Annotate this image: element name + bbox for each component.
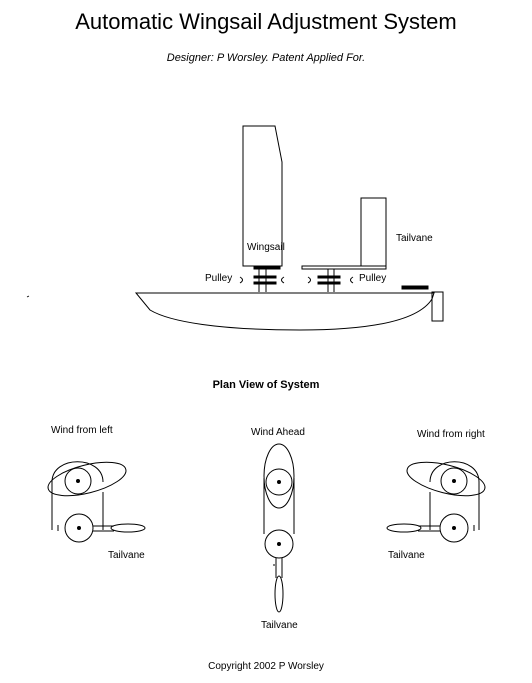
pulley-left-label: Pulley [205,273,233,284]
plan-view-heading: Plan View of System [212,379,320,391]
wind-left-label: Wind from left [51,425,113,436]
designer-subtitle: Designer: P Worsley. Patent Applied For. [166,52,366,64]
pulley-right-label: Pulley [359,273,387,284]
wingsail-shape [242,125,283,267]
tailvane-label: Tailvane [396,233,433,244]
pulley-right [301,265,387,292]
hull [134,292,435,331]
pulley-left [239,265,285,292]
copyright-text: Copyright 2002 P Worsley [208,661,324,672]
wind-left-tailvane-label: Tailvane [108,550,145,561]
wind-right-label: Wind from right [417,429,485,440]
page-title: Automatic Wingsail Adjustment System [75,9,457,34]
tailvane-shape [360,197,387,267]
wind-ahead-label: Wind Ahead [251,427,305,438]
plan-wind-ahead [263,443,295,613]
plan-wind-right [386,461,486,543]
wind-ahead-tailvane-label: Tailvane [261,620,298,631]
wind-right-tailvane-label: Tailvane [388,550,425,561]
plan-wind-left [47,461,146,543]
rudder [431,291,444,322]
side-view [26,125,444,331]
wingsail-label: Wingsail [247,242,285,253]
